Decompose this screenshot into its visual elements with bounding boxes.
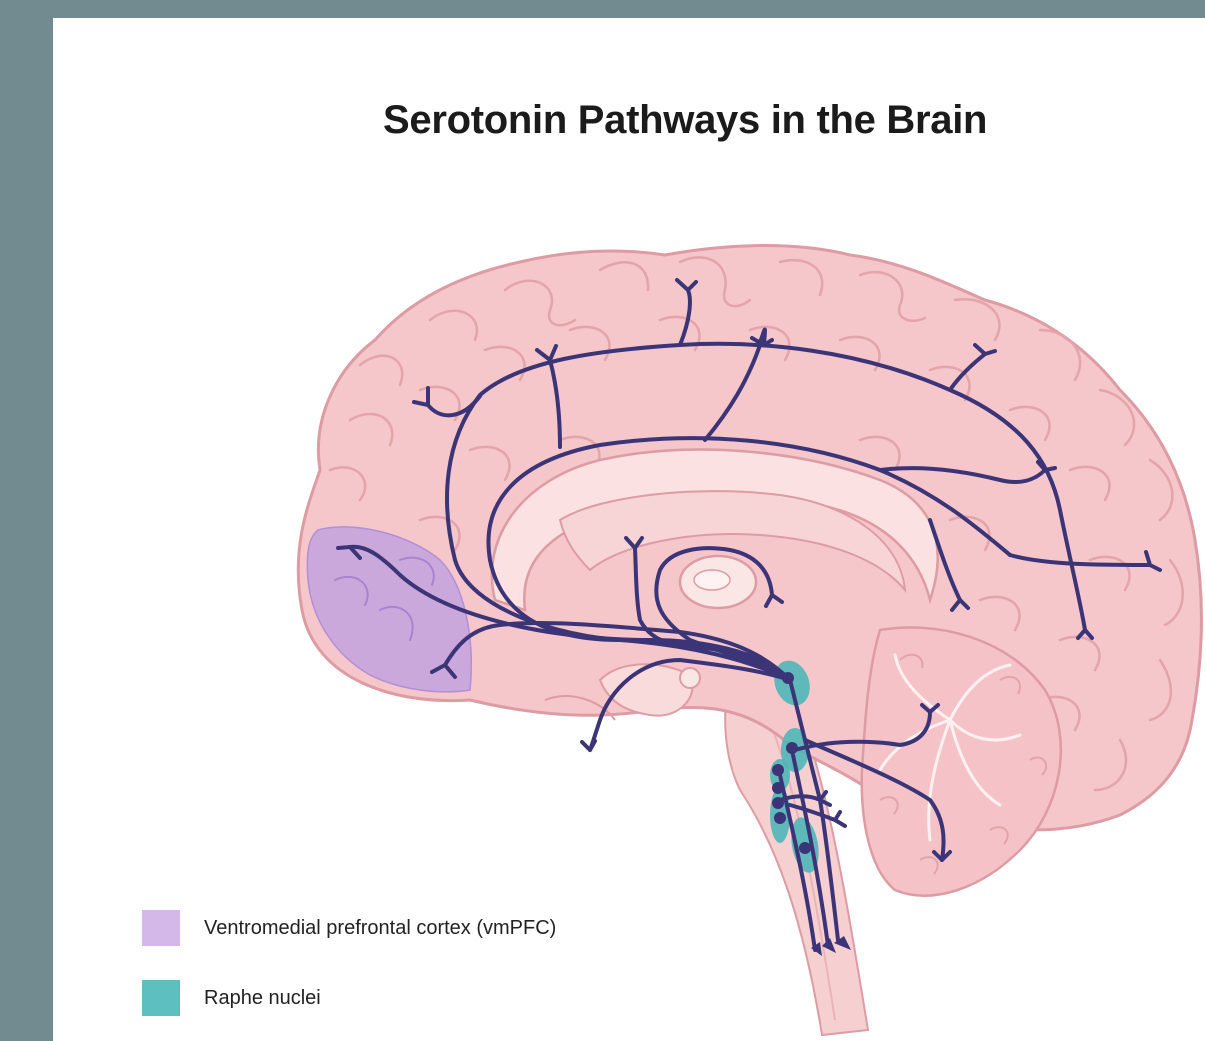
legend-label-raphe: Raphe nuclei	[204, 987, 321, 1010]
legend-swatch-vmpfc	[142, 910, 180, 946]
legend-label-vmpfc: Ventromedial prefrontal cortex (vmPFC)	[204, 917, 556, 940]
legend-swatch-raphe	[142, 980, 180, 1016]
